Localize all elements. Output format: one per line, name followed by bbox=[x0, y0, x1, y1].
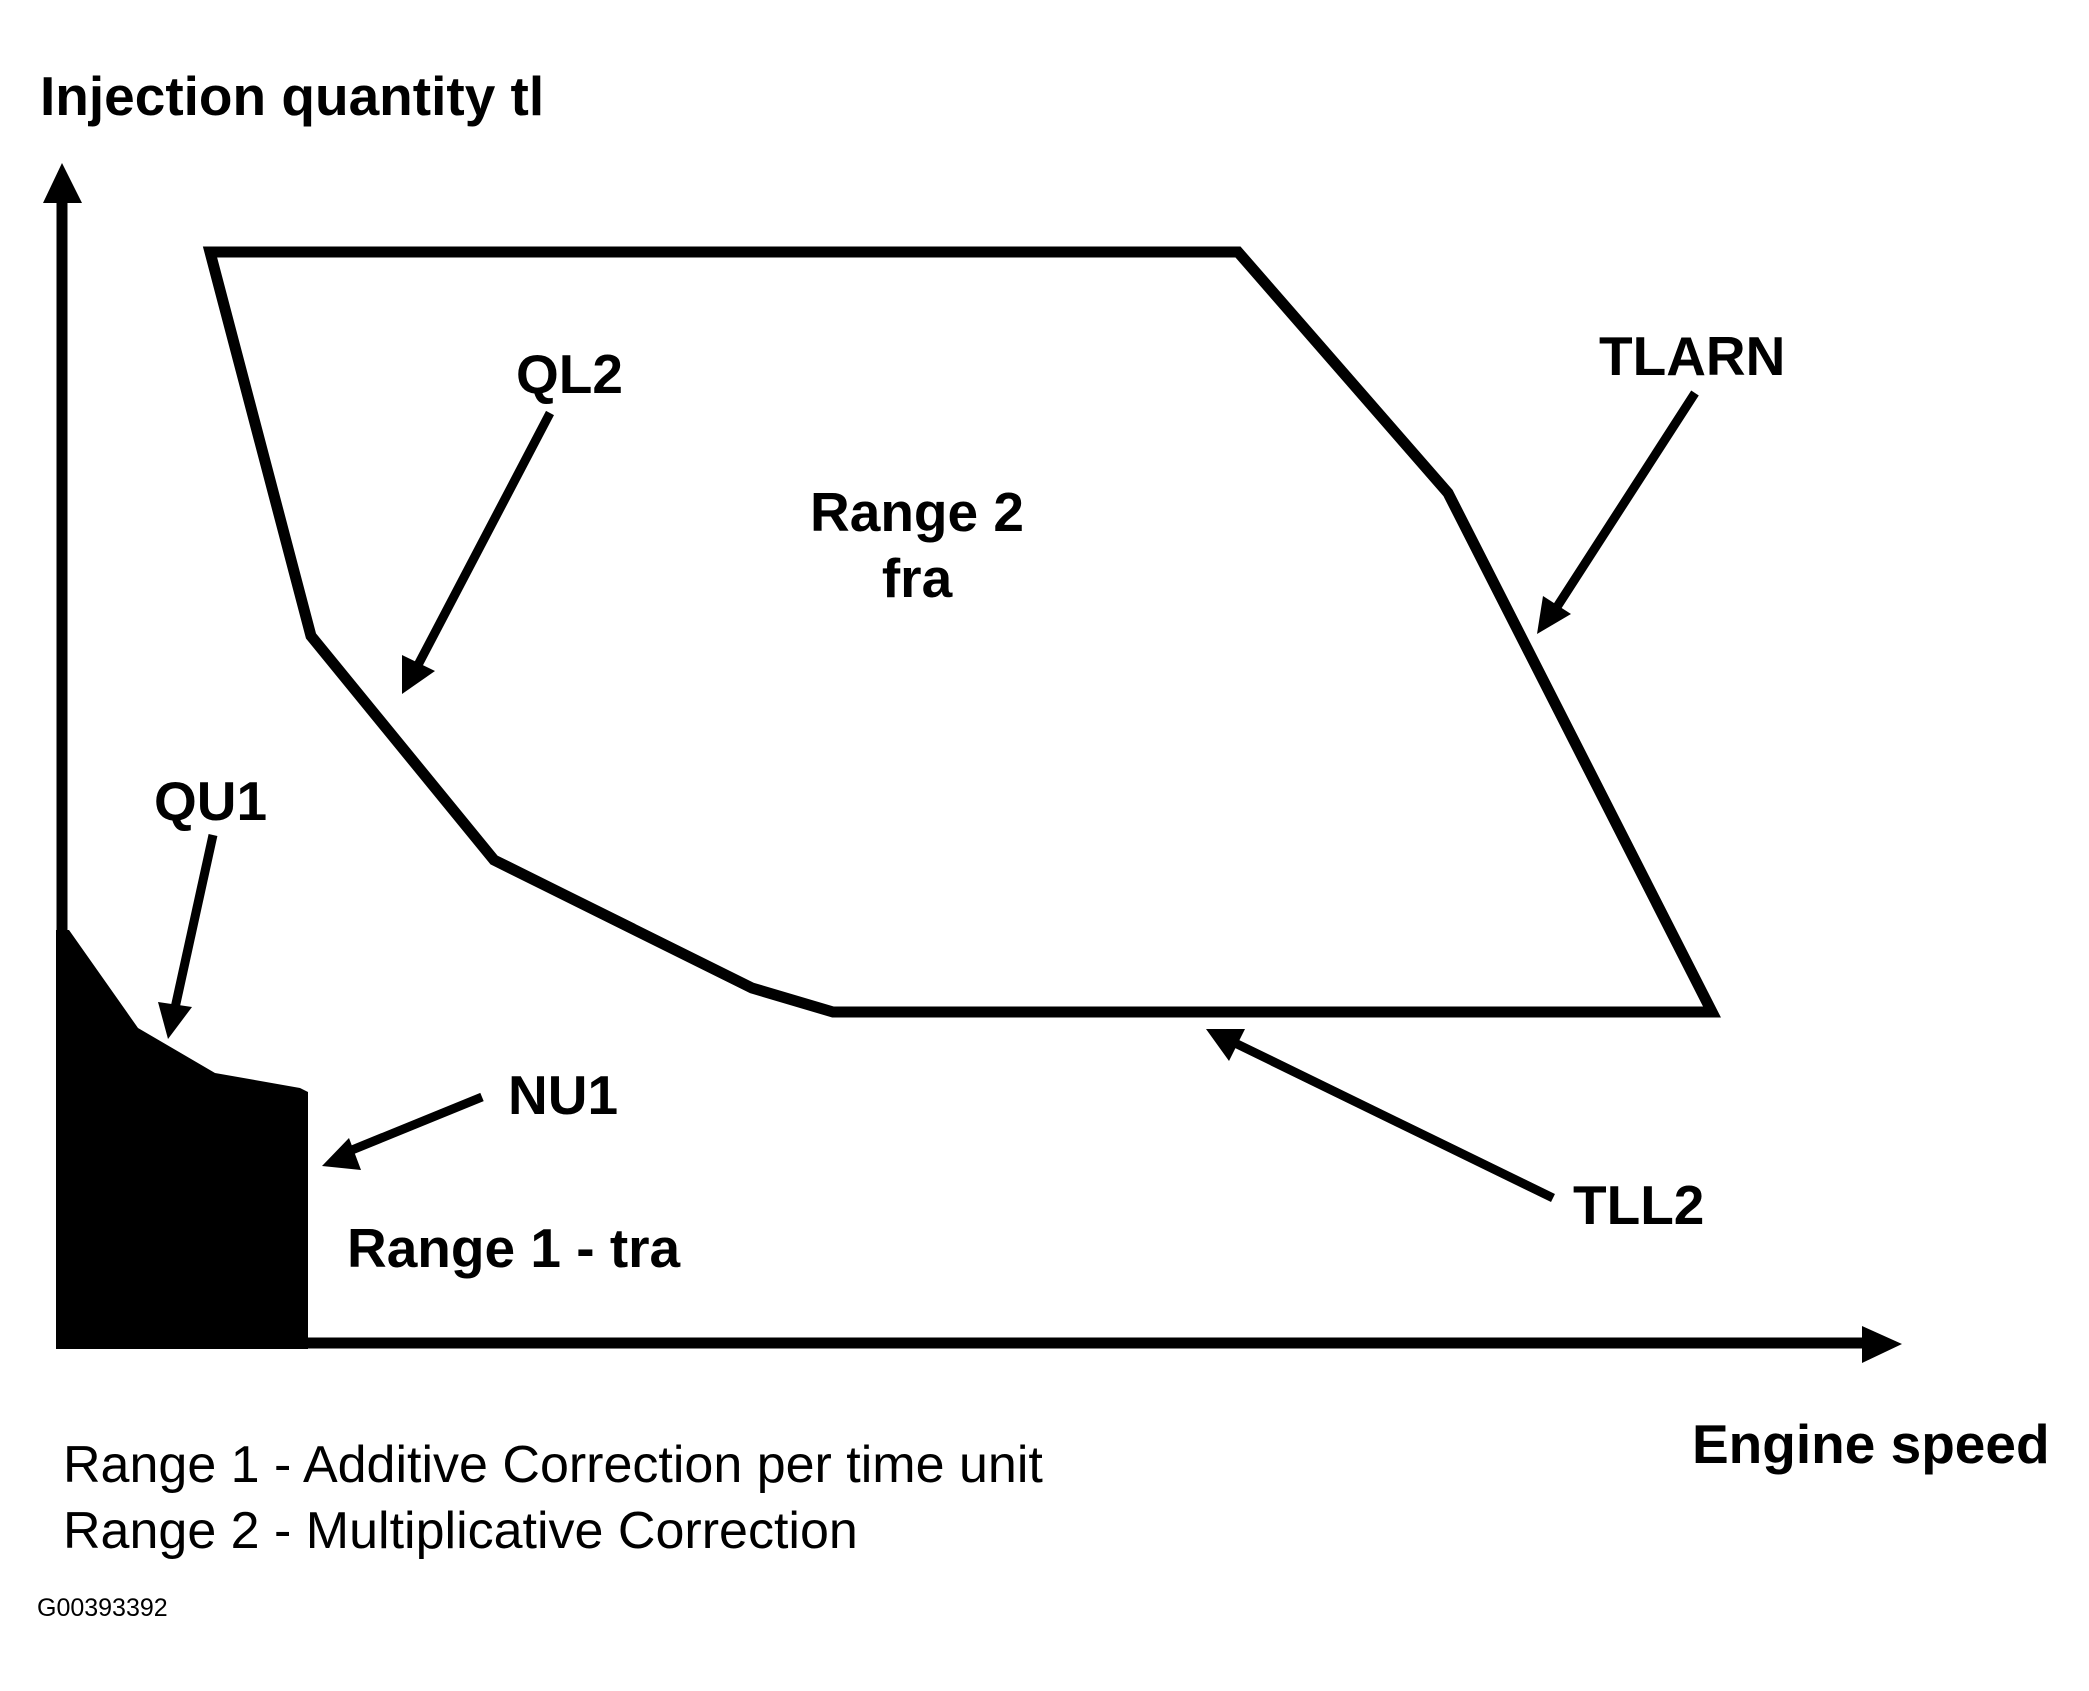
ql2-pointer bbox=[402, 410, 554, 694]
nu1-pointer bbox=[322, 1092, 484, 1170]
tlarn-label: TLARN bbox=[1599, 325, 1785, 387]
qu1-arrowhead-icon bbox=[158, 1002, 192, 1039]
qu1-label: QU1 bbox=[154, 770, 267, 832]
x-axis-arrowhead-icon bbox=[1862, 1326, 1902, 1363]
tlarn-arrowhead-icon bbox=[1537, 596, 1571, 634]
legend-item-range1: Range 1 - Additive Correction per time u… bbox=[63, 1436, 1043, 1494]
tll2-pointer bbox=[1206, 1029, 1555, 1203]
y-axis-label: Injection quantity tl bbox=[40, 65, 544, 127]
range2-region bbox=[202, 246, 1721, 1018]
range2-label-line1: Range 2 bbox=[810, 481, 1024, 543]
x-axis bbox=[56, 1326, 1902, 1363]
tll2-label: TLL2 bbox=[1573, 1174, 1704, 1236]
figure-id: G00393392 bbox=[37, 1594, 168, 1622]
tlarn-pointer bbox=[1537, 390, 1699, 634]
y-axis-arrowhead-icon bbox=[43, 163, 82, 203]
ql2-arrowhead-icon bbox=[402, 655, 435, 694]
nu1-arrowhead-icon bbox=[322, 1138, 361, 1170]
ql2-label: QL2 bbox=[516, 343, 623, 405]
qu1-pointer bbox=[158, 834, 218, 1039]
range1-region bbox=[56, 930, 308, 1349]
legend-item-range2: Range 2 - Multiplicative Correction bbox=[63, 1502, 858, 1560]
nu1-label: NU1 bbox=[508, 1064, 618, 1126]
x-axis-label: Engine speed bbox=[1692, 1413, 2050, 1475]
range2-label-line2: fra bbox=[882, 547, 953, 609]
range1-label: Range 1 - tra bbox=[347, 1217, 681, 1279]
tll2-arrowhead-icon bbox=[1206, 1029, 1245, 1061]
